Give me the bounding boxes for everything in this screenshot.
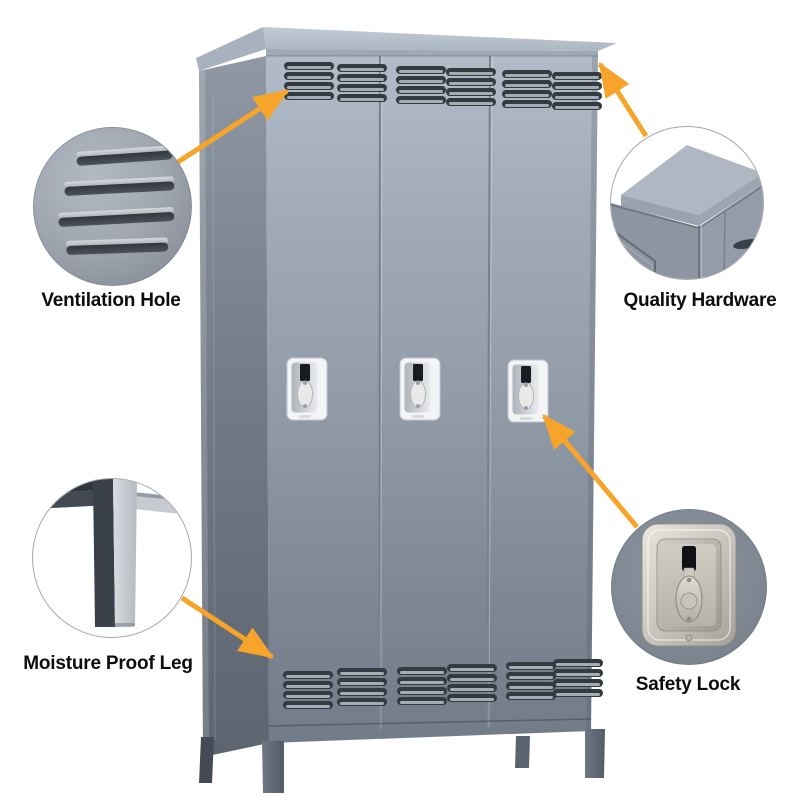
callout-label-ventilation-hole: Ventilation Hole bbox=[41, 290, 181, 311]
safety-lock-closeup-icon bbox=[611, 509, 767, 665]
quality-hardware-closeup-icon bbox=[610, 126, 764, 280]
locker-side-panel bbox=[199, 56, 269, 757]
locker-top-face bbox=[196, 27, 617, 71]
callout-label-safety-lock: Safety Lock bbox=[635, 674, 741, 695]
arrow-to-moisture-proof-leg bbox=[180, 595, 275, 660]
callout-label-moisture-proof-leg: Moisture Proof Leg bbox=[23, 653, 193, 674]
callout-label-quality-hardware: Quality Hardware bbox=[623, 290, 777, 311]
ventilation-hole-closeup-icon bbox=[33, 127, 192, 286]
arrow-to-quality-hardware bbox=[597, 61, 649, 138]
locker-legs bbox=[199, 729, 605, 793]
arrow-to-ventilation-hole bbox=[176, 88, 290, 165]
arrow-to-safety-lock bbox=[542, 414, 639, 529]
moisture-proof-leg-closeup-icon bbox=[32, 478, 192, 638]
